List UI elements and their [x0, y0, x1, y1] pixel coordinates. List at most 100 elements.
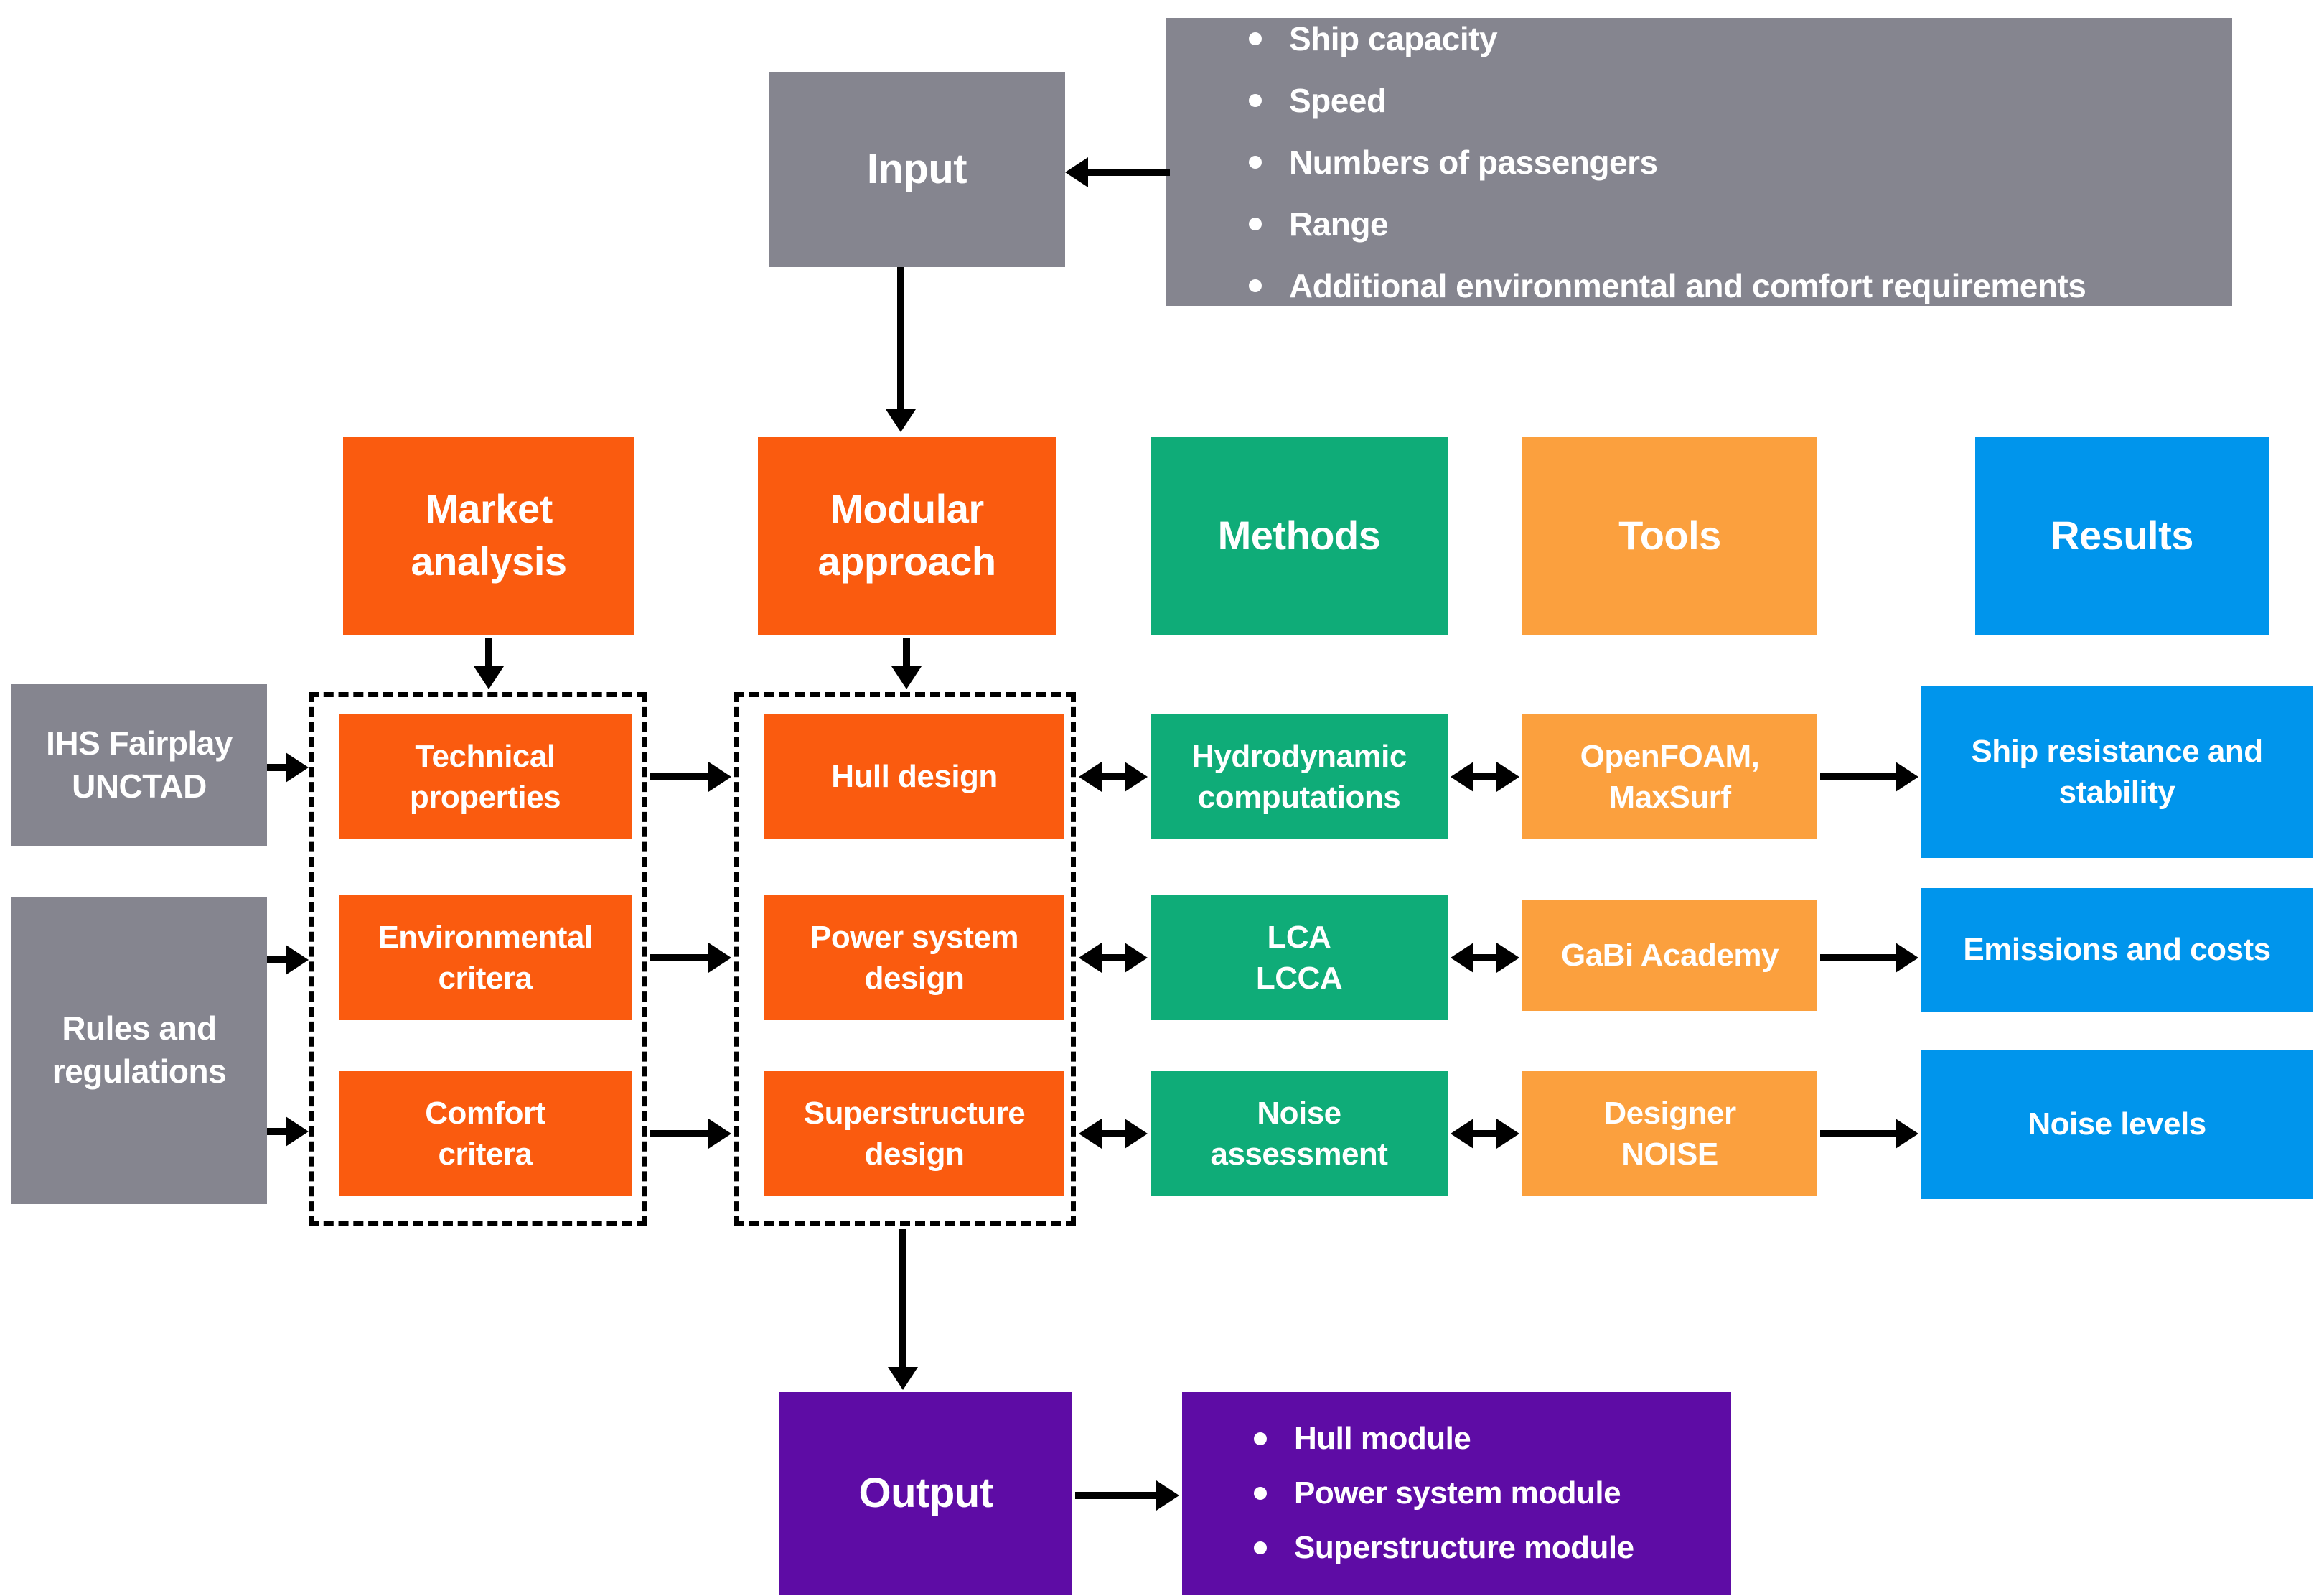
- arrow-right-head-icon: [1896, 1119, 1918, 1149]
- input-bullet-item: Additional environmental and comfort req…: [1249, 266, 2232, 305]
- market-analysis-group-border: [309, 692, 647, 1226]
- input-title: Input: [866, 146, 967, 193]
- box-label: Hull design: [831, 759, 998, 795]
- box-hull-design: Hull design: [764, 714, 1064, 839]
- arrow-left-head-icon: [1065, 157, 1088, 187]
- box-noise-levels: Noise levels: [1921, 1050, 2313, 1199]
- arrow-left-head-icon: [1451, 762, 1473, 792]
- output-bullet-text: Superstructure module: [1294, 1530, 1634, 1565]
- box-gabi-academy: GaBi Academy: [1522, 900, 1817, 1011]
- box-label: LCA LCCA: [1255, 919, 1343, 996]
- box-label: GaBi Academy: [1561, 937, 1779, 973]
- arrow-shaft: [899, 1229, 906, 1373]
- arrow-shaft: [650, 954, 714, 961]
- arrow-right-head-icon: [1125, 762, 1148, 792]
- input-bullet-item: Speed: [1249, 81, 2232, 120]
- box-label: Designer NOISE: [1603, 1095, 1736, 1172]
- box-label: Hydrodynamic computations: [1191, 738, 1407, 815]
- arrow-shaft: [1096, 954, 1130, 961]
- arrow-right-head-icon: [286, 945, 309, 975]
- bullet-dot-icon: [1254, 1541, 1267, 1554]
- arrow-hydrodynamic-openfoam: [1451, 758, 1519, 795]
- arrow-bullets-to-input: [1065, 154, 1170, 191]
- input-bullet-item: Ship capacity: [1249, 19, 2232, 58]
- output-bullet-item: Power system module: [1254, 1475, 1731, 1511]
- bullet-dot-icon: [1254, 1432, 1267, 1445]
- input-bullets-box: Ship capacity Speed Numbers of passenger…: [1166, 18, 2232, 306]
- bullet-dot-icon: [1249, 217, 1262, 230]
- box-label: Noise levels: [2028, 1106, 2206, 1142]
- arrow-shaft: [485, 638, 492, 672]
- output-bullet-text: Hull module: [1294, 1421, 1471, 1456]
- arrow-shaft: [267, 1128, 291, 1135]
- input-box: Input: [769, 72, 1065, 267]
- header-label: Market analysis: [411, 486, 567, 584]
- box-label: Superstructure design: [803, 1095, 1026, 1172]
- arrow-rules-to-comfort: [267, 1113, 309, 1150]
- arrow-shaft: [1096, 773, 1130, 780]
- arrow-left-head-icon: [1451, 943, 1473, 973]
- arrow-gabi-to-emissions: [1820, 939, 1918, 976]
- arrow-right-head-icon: [708, 943, 731, 973]
- header-methods: Methods: [1151, 437, 1448, 635]
- source-ihs-fairplay-unctad: IHS Fairplay UNCTAD: [11, 684, 267, 846]
- box-hydrodynamic-computations: Hydrodynamic computations: [1151, 714, 1448, 839]
- input-bullet-text: Numbers of passengers: [1289, 143, 1658, 181]
- box-power-system-design: Power system design: [764, 895, 1064, 1020]
- box-noise-assessment: Noise assessment: [1151, 1071, 1448, 1196]
- input-bullet-text: Additional environmental and comfort req…: [1289, 266, 2086, 304]
- bullet-dot-icon: [1249, 32, 1262, 45]
- header-label: Results: [2051, 512, 2193, 558]
- box-lca-lcca: LCA LCCA: [1151, 895, 1448, 1020]
- arrow-down-head-icon: [891, 666, 922, 689]
- output-bullet-item: Hull module: [1254, 1421, 1731, 1457]
- box-comfort-critera: Comfort critera: [339, 1071, 632, 1196]
- source-label: IHS Fairplay UNCTAD: [46, 724, 233, 805]
- arrow-modular-header-down: [890, 638, 923, 689]
- source-rules-regulations: Rules and regulations: [11, 897, 267, 1204]
- arrow-left-head-icon: [1079, 762, 1102, 792]
- source-label: Rules and regulations: [52, 1009, 227, 1090]
- input-bullet-text: Ship capacity: [1289, 19, 1498, 57]
- arrow-shaft: [650, 773, 714, 780]
- arrow-left-head-icon: [1079, 1119, 1102, 1149]
- arrow-output-to-modules: [1075, 1477, 1179, 1514]
- arrow-shaft: [1096, 1130, 1130, 1137]
- arrow-right-head-icon: [1125, 943, 1148, 973]
- arrow-right-head-icon: [1496, 943, 1519, 973]
- input-bullet-item: Numbers of passengers: [1249, 143, 2232, 182]
- arrow-comfort-to-superstructure: [650, 1115, 731, 1152]
- output-box: Output: [779, 1392, 1072, 1595]
- box-label: Noise assessment: [1210, 1095, 1388, 1172]
- box-openfoam-maxsurf: OpenFOAM, MaxSurf: [1522, 714, 1817, 839]
- arrow-shaft: [267, 956, 291, 963]
- arrow-left-head-icon: [1079, 943, 1102, 973]
- arrow-shaft: [1820, 773, 1901, 780]
- arrow-market-header-down: [472, 638, 505, 689]
- header-label: Tools: [1618, 512, 1721, 558]
- arrow-down-head-icon: [886, 409, 916, 432]
- arrow-openfoam-to-resistance: [1820, 758, 1918, 795]
- arrow-lca-gabi: [1451, 939, 1519, 976]
- arrow-right-head-icon: [1496, 1119, 1519, 1149]
- box-superstructure-design: Superstructure design: [764, 1071, 1064, 1196]
- arrow-technical-to-hull: [650, 758, 731, 795]
- arrow-designer-to-noiselevels: [1820, 1115, 1918, 1152]
- bullet-dot-icon: [1249, 93, 1262, 107]
- arrow-right-head-icon: [1156, 1480, 1179, 1511]
- arrow-right-head-icon: [1125, 1119, 1148, 1149]
- arrow-shaft: [1820, 1130, 1901, 1137]
- arrow-shaft: [650, 1130, 714, 1137]
- output-bullets-box: Hull module Power system module Superstr…: [1182, 1392, 1731, 1595]
- box-label: Ship resistance and stability: [1971, 733, 2263, 810]
- arrow-shaft: [1468, 1130, 1502, 1137]
- arrow-shaft: [267, 764, 291, 771]
- box-designer-noise: Designer NOISE: [1522, 1071, 1817, 1196]
- box-label: Environmental critera: [378, 919, 593, 996]
- arrow-modular-to-output: [886, 1229, 919, 1390]
- box-label: Comfort critera: [425, 1095, 545, 1172]
- arrow-right-head-icon: [286, 1116, 309, 1147]
- bullet-dot-icon: [1249, 279, 1262, 292]
- arrow-hull-hydrodynamic: [1079, 758, 1148, 795]
